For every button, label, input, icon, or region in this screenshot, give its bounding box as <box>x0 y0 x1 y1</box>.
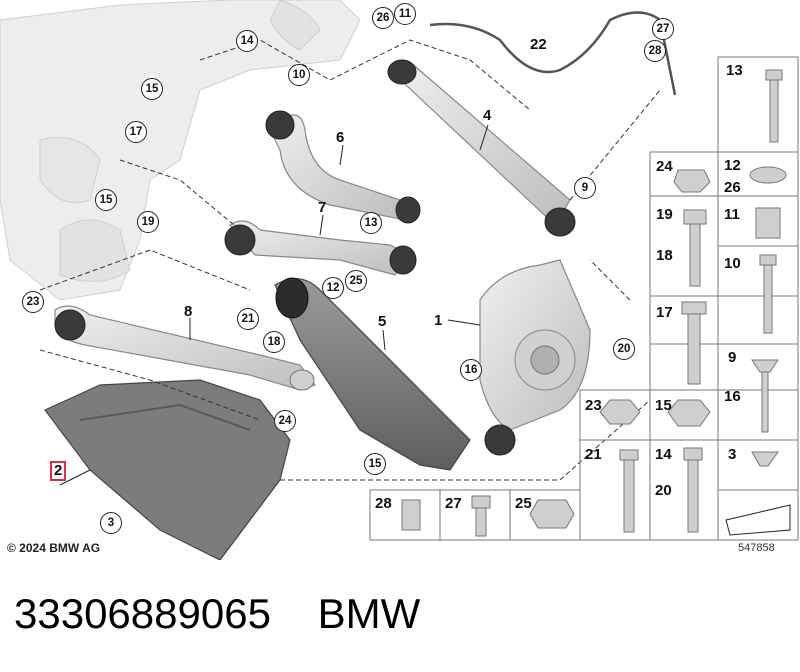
circled-callout-24: 24 <box>274 410 296 432</box>
table-label-15: 15 <box>655 397 672 414</box>
table-label-17: 17 <box>656 304 673 321</box>
table-label-12: 12 <box>724 157 741 174</box>
diagram-drawing <box>0 0 799 560</box>
fastener-drawings <box>401 69 791 537</box>
table-label-27: 27 <box>445 495 462 512</box>
table-label-14: 14 <box>655 446 672 463</box>
wheel-carrier-1 <box>479 259 591 456</box>
circled-callout-12: 12 <box>322 277 344 299</box>
callout-22: 22 <box>530 36 547 53</box>
control-arm-4 <box>387 59 576 237</box>
circled-callout-15: 15 <box>364 453 386 475</box>
callout-1: 1 <box>434 312 443 329</box>
subframe <box>0 0 361 301</box>
circled-callout-28: 28 <box>644 40 666 62</box>
highlighted-callout-2: 2 <box>50 461 67 481</box>
callout-6: 6 <box>336 129 345 146</box>
sensor-cable-22 <box>429 11 677 96</box>
table-label-24: 24 <box>656 158 673 175</box>
parts-table-grid <box>369 56 799 541</box>
control-arm-6 <box>265 110 421 224</box>
circled-callout-20: 20 <box>613 338 635 360</box>
circled-callout-11: 11 <box>394 3 416 25</box>
table-label-20: 20 <box>655 482 672 499</box>
table-label-25: 25 <box>515 495 532 512</box>
circled-callout-21: 21 <box>237 308 259 330</box>
circled-callout-15: 15 <box>95 189 117 211</box>
wishbone-5 <box>274 277 471 471</box>
callout-8: 8 <box>184 303 193 320</box>
circled-callout-16: 16 <box>460 359 482 381</box>
table-label-18: 18 <box>656 247 673 264</box>
table-label-28: 28 <box>375 495 392 512</box>
circled-callout-14: 14 <box>236 30 258 52</box>
circled-callout-27: 27 <box>652 18 674 40</box>
control-arm-7 <box>224 220 417 276</box>
table-label-16: 16 <box>724 388 741 405</box>
callout-7: 7 <box>318 199 327 216</box>
part-number: 33306889065 <box>14 590 271 637</box>
table-label-9: 9 <box>728 349 737 366</box>
brand-name: BMW <box>317 590 421 637</box>
parts-diagram: 22 4 6 7 8 5 1 26 11 14 15 10 17 15 19 2… <box>0 0 799 560</box>
circled-callout-3: 3 <box>100 512 122 534</box>
footer-caption: 33306889065 BMW <box>14 590 420 638</box>
circled-callout-15: 15 <box>141 78 163 100</box>
table-label-23: 23 <box>585 397 602 414</box>
circled-callout-13: 13 <box>360 212 382 234</box>
table-label-19: 19 <box>656 206 673 223</box>
table-label-21: 21 <box>585 446 602 463</box>
circled-callout-26: 26 <box>372 7 394 29</box>
diagram-number: 547858 <box>738 542 775 554</box>
control-arm-8 <box>54 305 316 391</box>
underbody-shield-2 <box>44 379 291 560</box>
callout-5: 5 <box>378 313 387 330</box>
copyright-notice: © 2024 BMW AG <box>7 541 101 555</box>
circled-callout-10: 10 <box>288 64 310 86</box>
table-label-10: 10 <box>724 255 741 272</box>
circled-callout-18: 18 <box>263 331 285 353</box>
circled-callout-25: 25 <box>345 270 367 292</box>
circled-callout-19: 19 <box>137 211 159 233</box>
table-label-13: 13 <box>726 62 743 79</box>
solid-leaders <box>59 124 489 486</box>
circled-callout-23: 23 <box>22 291 44 313</box>
circled-callout-17: 17 <box>125 121 147 143</box>
table-label-26: 26 <box>724 179 741 196</box>
table-label-3: 3 <box>728 446 737 463</box>
callout-4: 4 <box>483 107 492 124</box>
table-label-11: 11 <box>724 206 740 223</box>
circled-callout-9: 9 <box>574 177 596 199</box>
